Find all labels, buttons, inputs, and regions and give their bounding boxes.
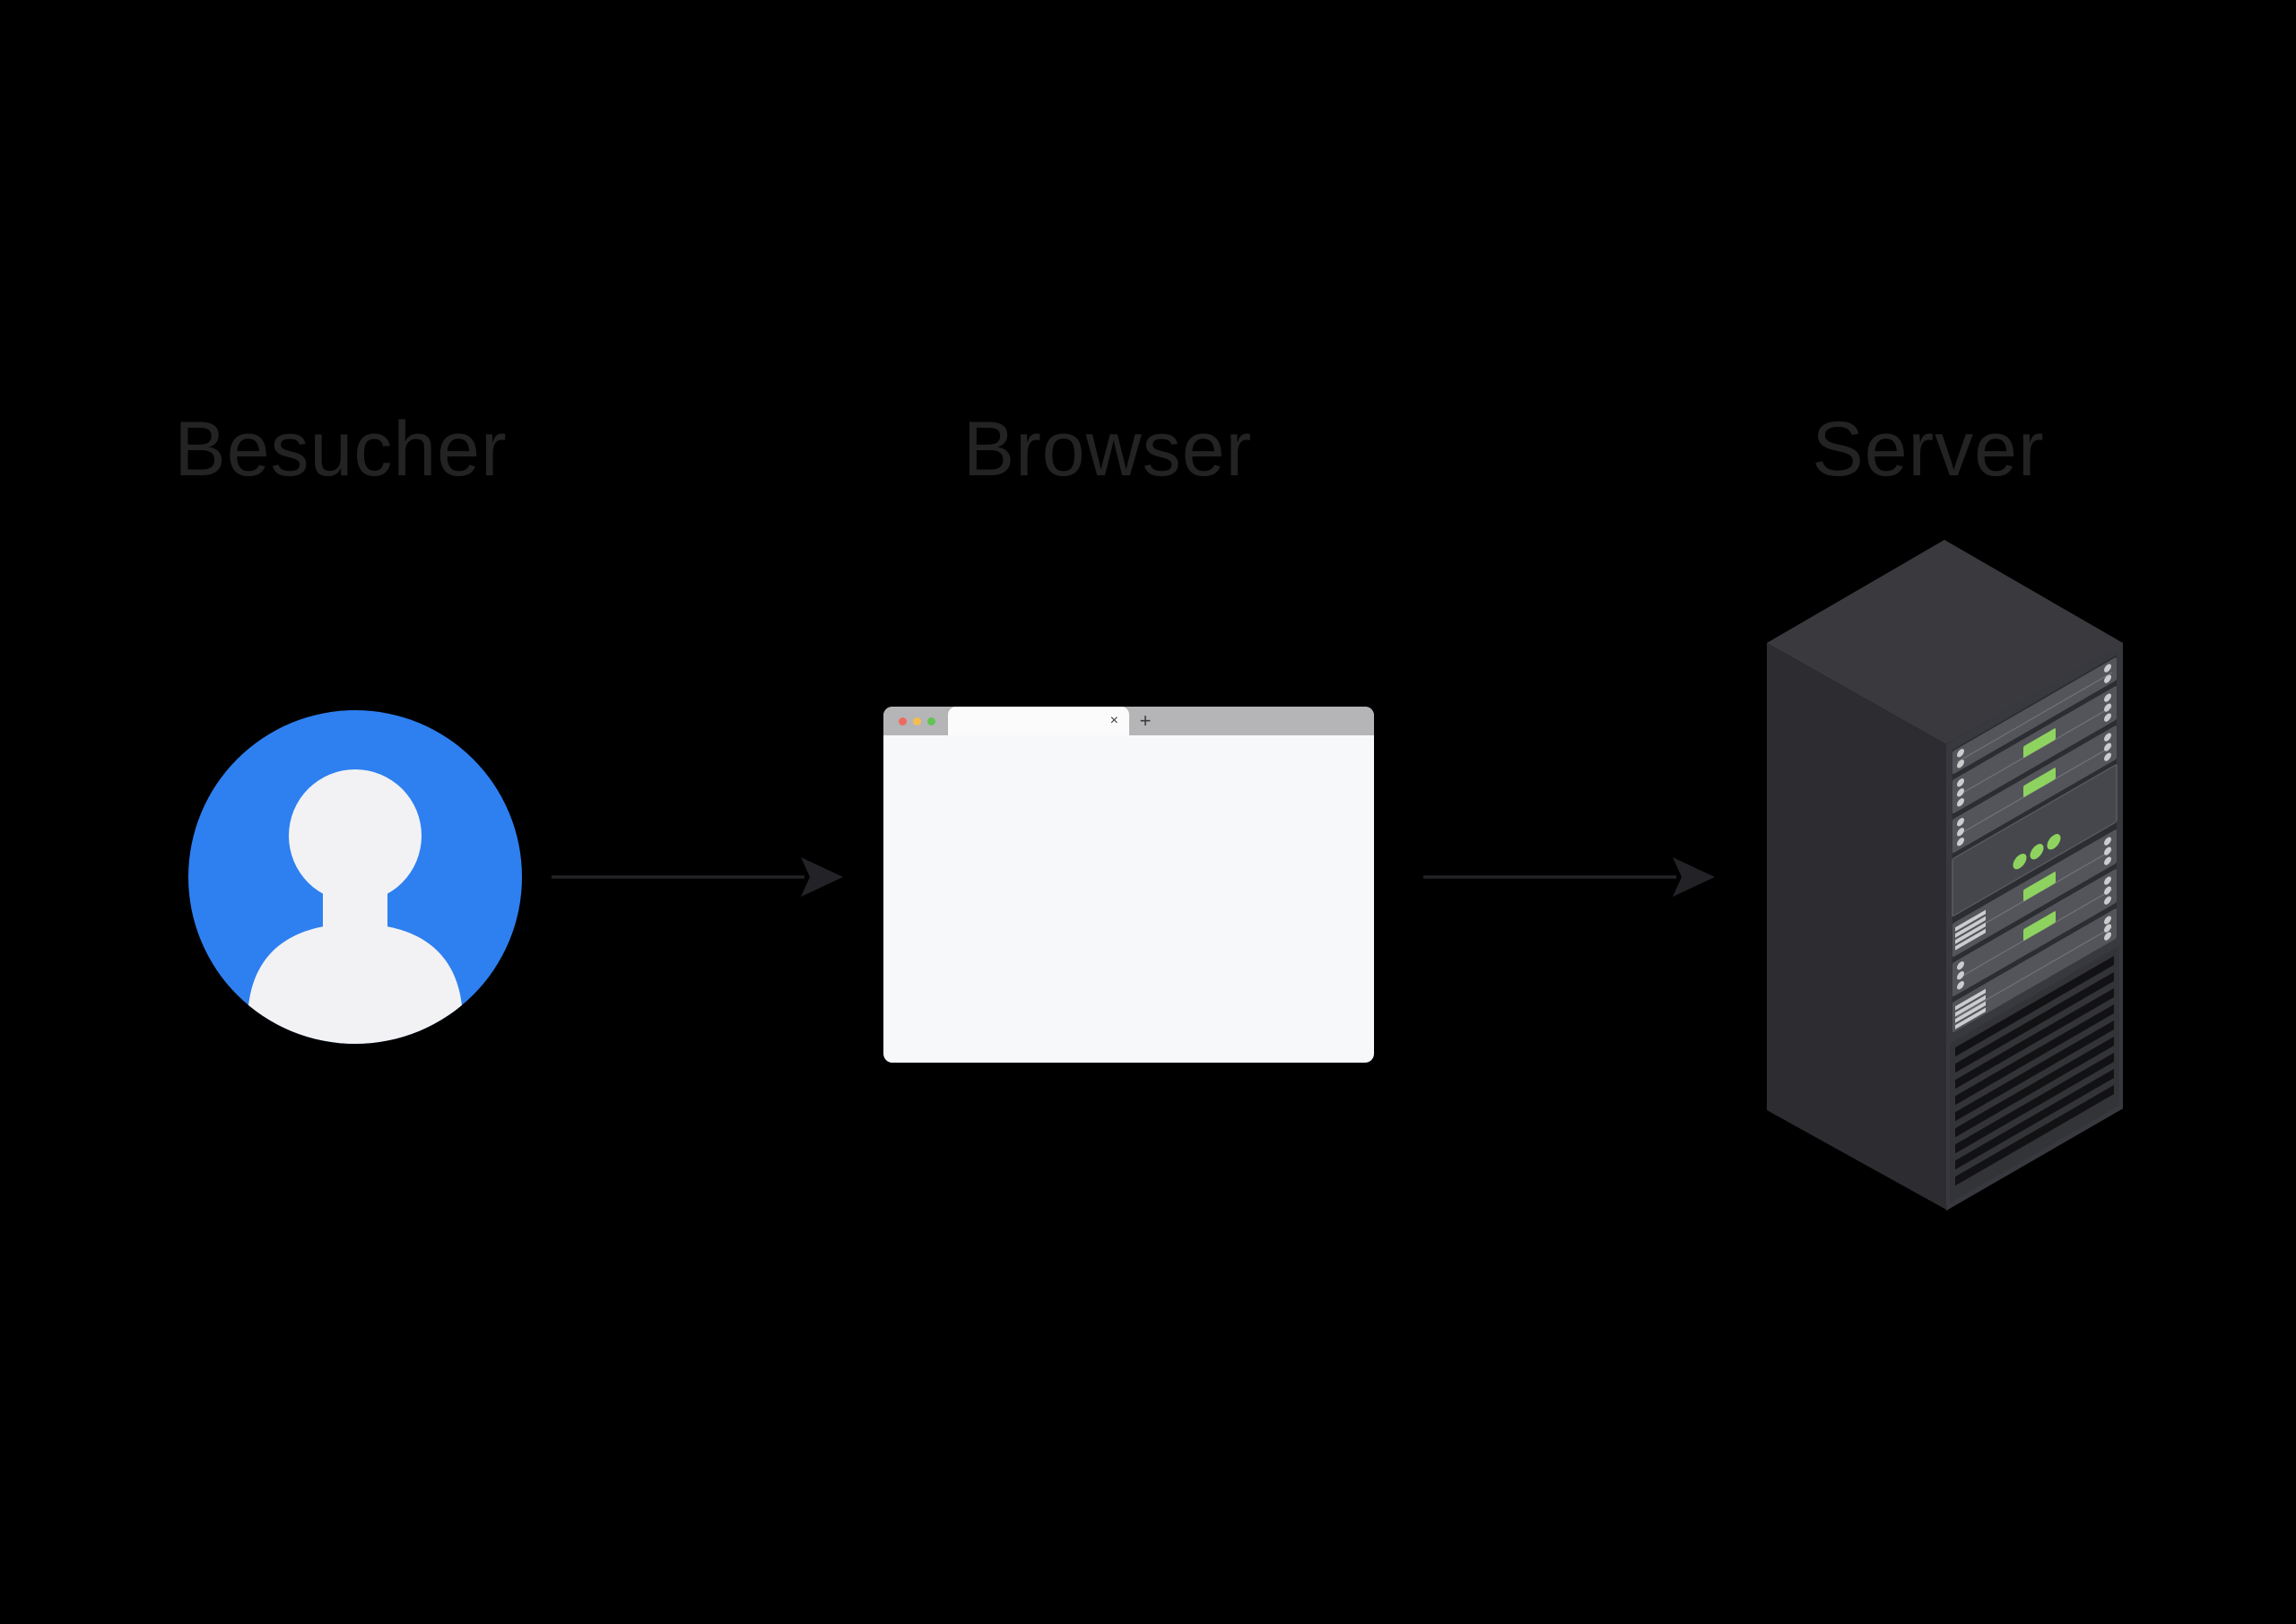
arrow-browser-to-server-icon (1423, 857, 1715, 897)
server-left-face (1767, 643, 1948, 1211)
node-label-browser: Browser (962, 406, 1253, 492)
user-avatar-icon (188, 710, 522, 1044)
server-tower-icon (1767, 540, 2123, 1211)
browser-window: × + (883, 707, 1374, 1063)
tab-close-icon: × (1109, 713, 1118, 728)
browser-tab-bar: × + (883, 707, 1374, 735)
server-rack-units (1950, 655, 2119, 1203)
browser-active-tab: × (948, 707, 1129, 735)
server-rack-face (1946, 642, 2123, 1211)
node-label-server: Server (1812, 406, 2045, 492)
person-silhouette-icon (248, 769, 463, 1044)
node-label-besucher: Besucher (174, 406, 508, 492)
new-tab-icon: + (1139, 709, 1152, 732)
traffic-light-red-icon (899, 716, 907, 725)
arrow-visitor-to-browser-icon (552, 857, 843, 897)
traffic-light-green-icon (927, 716, 935, 725)
traffic-light-yellow-icon (913, 716, 921, 725)
server-top-face (1767, 540, 2123, 744)
